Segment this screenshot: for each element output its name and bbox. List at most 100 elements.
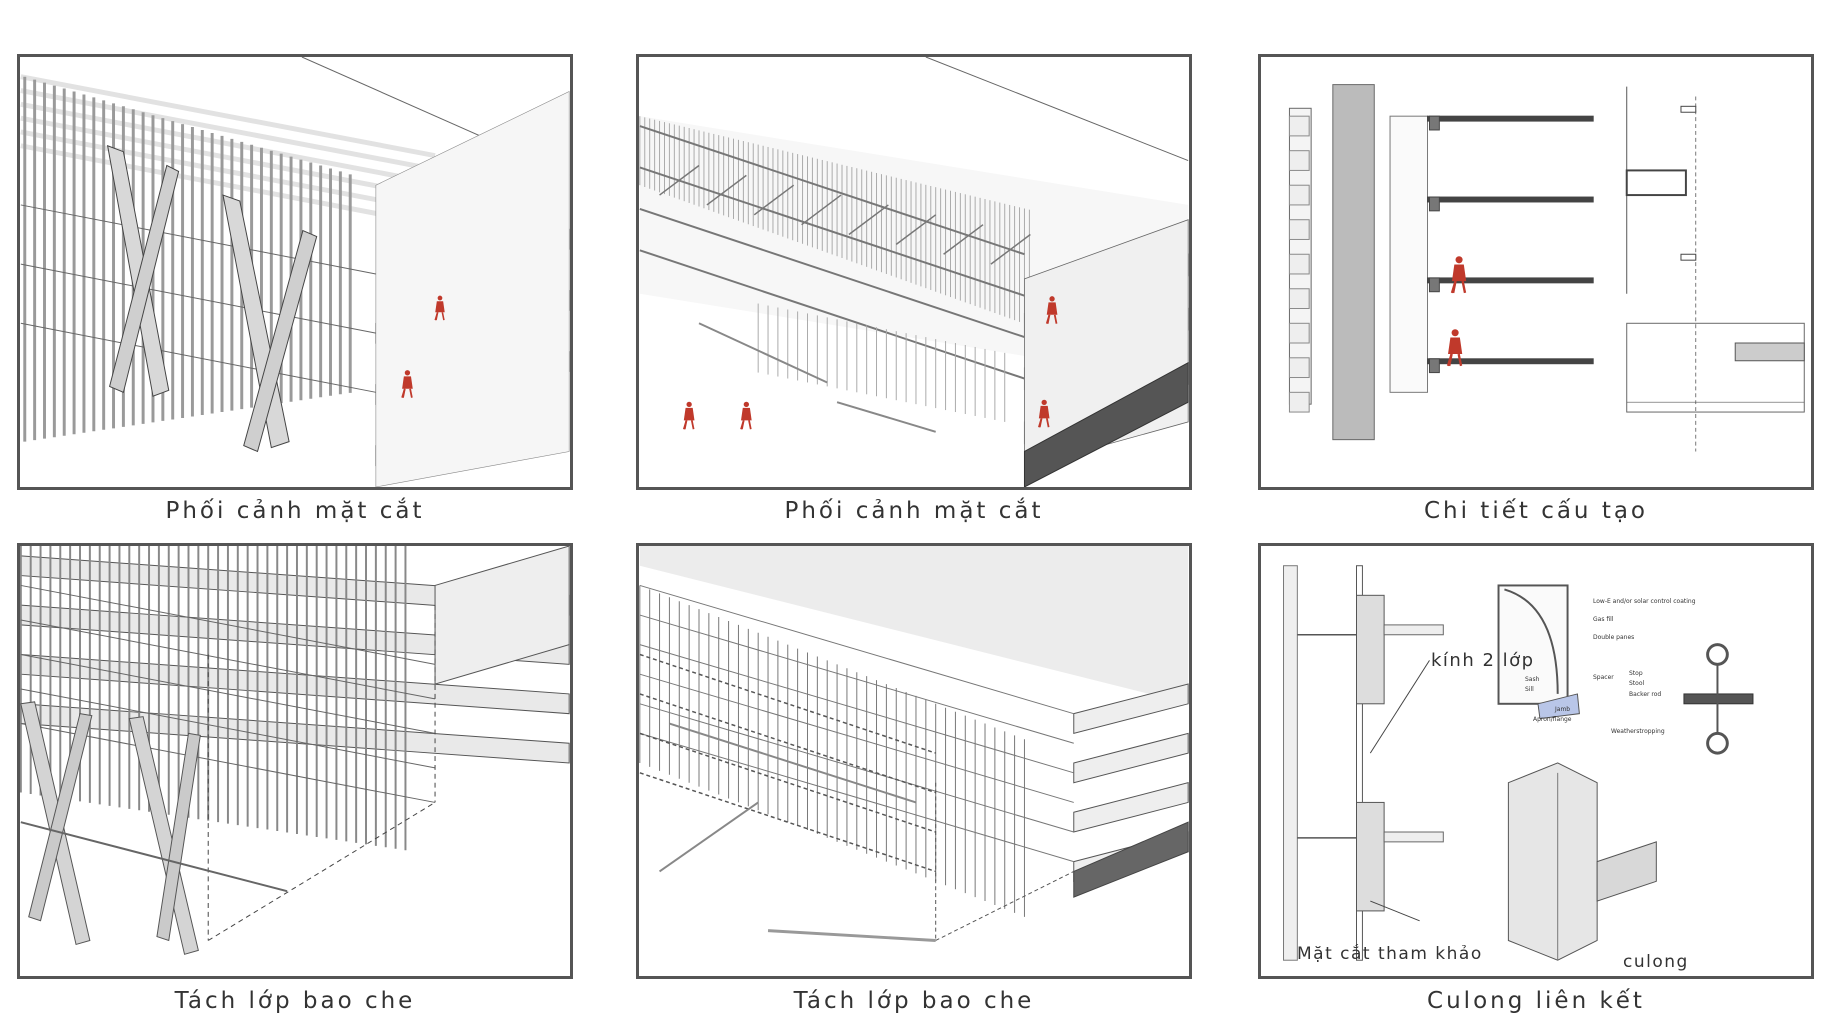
plinth (1023, 361, 1189, 487)
person-figure-4 (1045, 296, 1058, 324)
slab-edge-2 (1428, 277, 1440, 293)
caption-4: Tách lớp bao che (174, 988, 416, 1014)
rail-0 (20, 204, 376, 275)
roof-edge-line (925, 57, 1189, 162)
x-col-a2 (28, 713, 93, 922)
shadow-stripe-1 (20, 88, 436, 172)
label-reference-section: Mặt cắt tham khảo (1297, 944, 1483, 964)
slab-floor-2 (1427, 277, 1594, 284)
slab-connection-2 (1356, 801, 1385, 912)
person-figure-1 (1450, 256, 1467, 294)
steel-beam (1596, 841, 1657, 902)
column-profile (1389, 115, 1429, 393)
truss-diag-7 (990, 233, 1031, 265)
grid-transom-3 (639, 673, 1074, 803)
truss-diag-2 (753, 184, 795, 216)
horizontal-rail-3 (20, 688, 436, 769)
panel-connection-bracket: kính 2 lớp Mặt cắt tham khảo culong Low-… (1258, 543, 1814, 979)
dashed-line-0 (639, 653, 936, 754)
callout-6: Backer rod (1629, 691, 1662, 698)
fin-block-2 (1288, 184, 1310, 206)
fin-block-3 (1288, 219, 1310, 240)
fin-block-8 (1288, 391, 1310, 413)
fin-block-0 (1288, 115, 1310, 137)
dashed-guide-2 (207, 802, 436, 941)
person-figure-3 (1038, 399, 1050, 428)
panel-construction-detail (1258, 54, 1814, 490)
spider-fitting-bottom (1706, 731, 1729, 755)
lower-slab (1734, 342, 1805, 362)
wall-hatch (1332, 84, 1375, 441)
grid-transom-1 (639, 614, 1074, 744)
truss-b (658, 801, 759, 873)
person-figure-2 (740, 401, 752, 430)
detail-tick-1 (1680, 105, 1697, 113)
x-col-b2 (243, 229, 318, 453)
horizontal-rail-2 (20, 654, 436, 734)
rail-2 (20, 322, 376, 393)
panel-section-perspective-1 (17, 54, 573, 490)
x-col-a2 (109, 164, 180, 394)
caption-5: Tách lớp bao che (793, 988, 1035, 1014)
truss-c (767, 929, 936, 942)
window-curve (1504, 588, 1559, 694)
callout-2: Double panes (1593, 634, 1635, 641)
roof-plane (639, 546, 1189, 704)
dashed-line-1 (639, 693, 936, 794)
section-perspective-drawing-1 (20, 57, 570, 487)
slab-edge-1 (1073, 732, 1189, 784)
person-figure-1 (682, 401, 695, 430)
brace-1 (698, 322, 828, 384)
slab-2 (1383, 831, 1444, 843)
truss-chord-3 (639, 249, 1025, 380)
slab-edge-2 (1073, 782, 1189, 833)
person-figure-1 (434, 295, 445, 321)
layer-slab-3 (20, 703, 570, 764)
window-sill (1537, 693, 1580, 720)
spider-fitting-top (1706, 643, 1729, 666)
fin-block-1 (1288, 150, 1310, 171)
grid-transom-0 (639, 584, 1074, 715)
callout-7: Sash (1525, 676, 1540, 683)
truss-diag-0 (659, 164, 700, 196)
horizontal-rail-1 (20, 619, 436, 700)
grid-transom-2 (639, 644, 1074, 774)
callout-1: Gas fill (1593, 616, 1614, 623)
caption-6: Culong liên kết (1427, 988, 1645, 1014)
panel-layer-separation-1 (17, 543, 573, 979)
shadow-stripe-0 (20, 74, 436, 159)
steel-column (1507, 762, 1598, 961)
section-perspective-drawing-2 (639, 57, 1189, 487)
construction-detail-drawing (1288, 84, 1805, 452)
callout-11: Weatherstropping (1611, 728, 1665, 735)
truss-chord-2 (639, 207, 1025, 339)
shadow-stripe-3 (20, 115, 436, 200)
layer-separation-drawing-2 (639, 546, 1189, 942)
slab-1 (1383, 624, 1444, 636)
horizontal-rail-4 (20, 723, 436, 803)
glass-line (1356, 565, 1363, 961)
horizontal-rail-0 (20, 584, 436, 665)
caption-2: Phối cảnh mặt cắt (784, 498, 1044, 524)
detail-box (1625, 169, 1687, 197)
caption-3: Chi tiết cấu tạo (1423, 498, 1649, 524)
slab-block (375, 91, 570, 487)
label-bracket: culong (1623, 952, 1689, 972)
callout-10: Apron/flange (1533, 716, 1572, 723)
fin-block-6 (1288, 322, 1310, 344)
layer-separation-drawing-1 (20, 546, 570, 955)
panel-section-perspective-2 (636, 54, 1192, 490)
slab-edge-3 (1428, 358, 1440, 374)
truss-chord-0 (639, 125, 1025, 256)
shadow-stripe-2 (20, 101, 436, 186)
dashed-line-3 (639, 772, 936, 873)
callout-4: Stop (1629, 670, 1643, 677)
leader-section (1370, 900, 1420, 922)
x-col-b2 (156, 732, 201, 942)
truss-diag-6 (943, 224, 984, 255)
fin-block-5 (1288, 288, 1310, 309)
truss-a (669, 722, 917, 804)
shadow-stripe-4 (20, 129, 436, 214)
detail-tick-2 (1680, 253, 1697, 261)
lower-rail (20, 821, 288, 893)
